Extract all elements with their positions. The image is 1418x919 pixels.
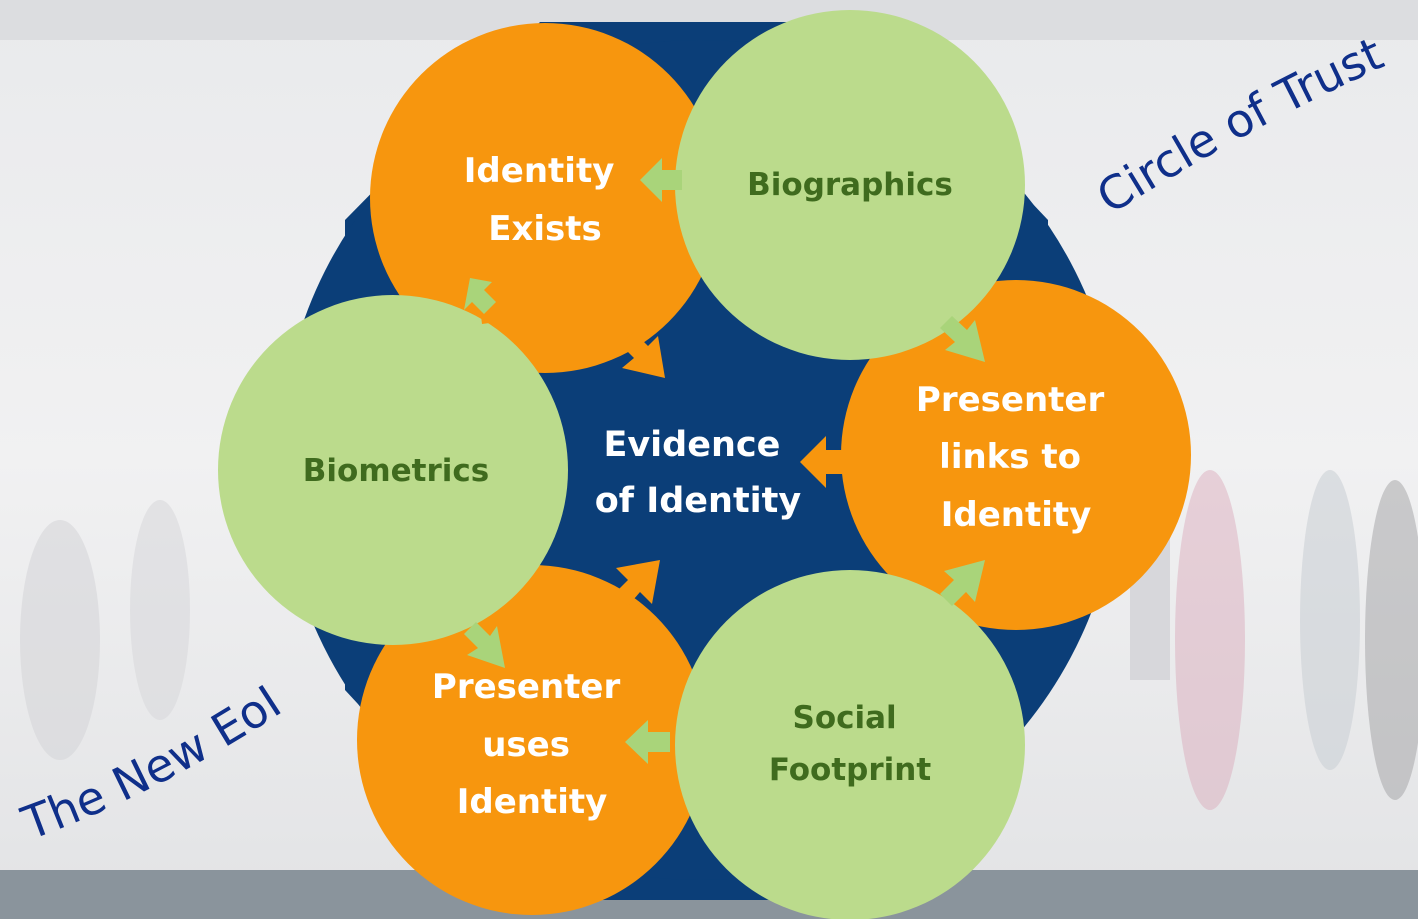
node-circle-identity-exists [370,23,720,373]
label-presenter-links: Presenter links to Identity [916,380,1116,535]
arrow-presenter-links-to-center [800,436,848,488]
center-label-line1: Evidence [603,425,780,465]
title-circle-of-trust: Circle of Trust [1087,26,1391,224]
label-social-footprint-line2: Footprint [769,752,932,788]
label-presenter-uses-line1: Presenter [432,667,621,707]
arrow-biographics-to-presenter-links [940,316,985,362]
label-identity-exists: Identity Exists [464,151,626,249]
title-new-eoi-text: The New EoI [14,675,290,851]
arrow-biometrics-to-identity [464,278,496,314]
label-identity-exists-line2: Exists [488,209,602,249]
label-presenter-uses: Presenter uses Identity [432,667,632,822]
label-biometrics: Biometrics [303,453,489,489]
node-circle-biographics [675,10,1025,360]
center-label-line2: of Identity [595,481,802,521]
label-identity-exists-line1: Identity [464,151,615,191]
node-circle-biometrics [218,295,568,645]
arrow-biographics-to-identity [640,158,682,202]
arrow-social-to-presenter-uses [625,720,670,764]
title-new-eoi: The New EoI [14,675,290,851]
arrow-social-to-presenter-links [940,560,985,606]
title-circle-of-trust-text: Circle of Trust [1087,26,1391,224]
label-biographics-line1: Biographics [747,167,953,203]
node-circle-presenter-links [841,280,1191,630]
label-social-footprint-line1: Social [793,700,897,736]
label-presenter-links-line2: links to [939,437,1081,477]
arrow-biometrics-to-presenter-uses [464,622,505,668]
label-biometrics-line1: Biometrics [303,453,489,489]
label-presenter-links-line3: Identity [941,495,1092,535]
label-presenter-uses-line2: uses [482,725,570,765]
label-biographics: Biographics [747,167,953,203]
label-social-footprint: Social Footprint [769,700,932,788]
center-label: Evidence of Identity [595,425,802,521]
node-circle-social-footprint [675,570,1025,919]
node-circle-presenter-uses [357,565,707,915]
arrow-identity-to-center [620,332,665,378]
label-presenter-links-line1: Presenter [916,380,1105,420]
label-presenter-uses-line3: Identity [457,782,608,822]
arrow-presenter-uses-to-center [614,560,660,606]
